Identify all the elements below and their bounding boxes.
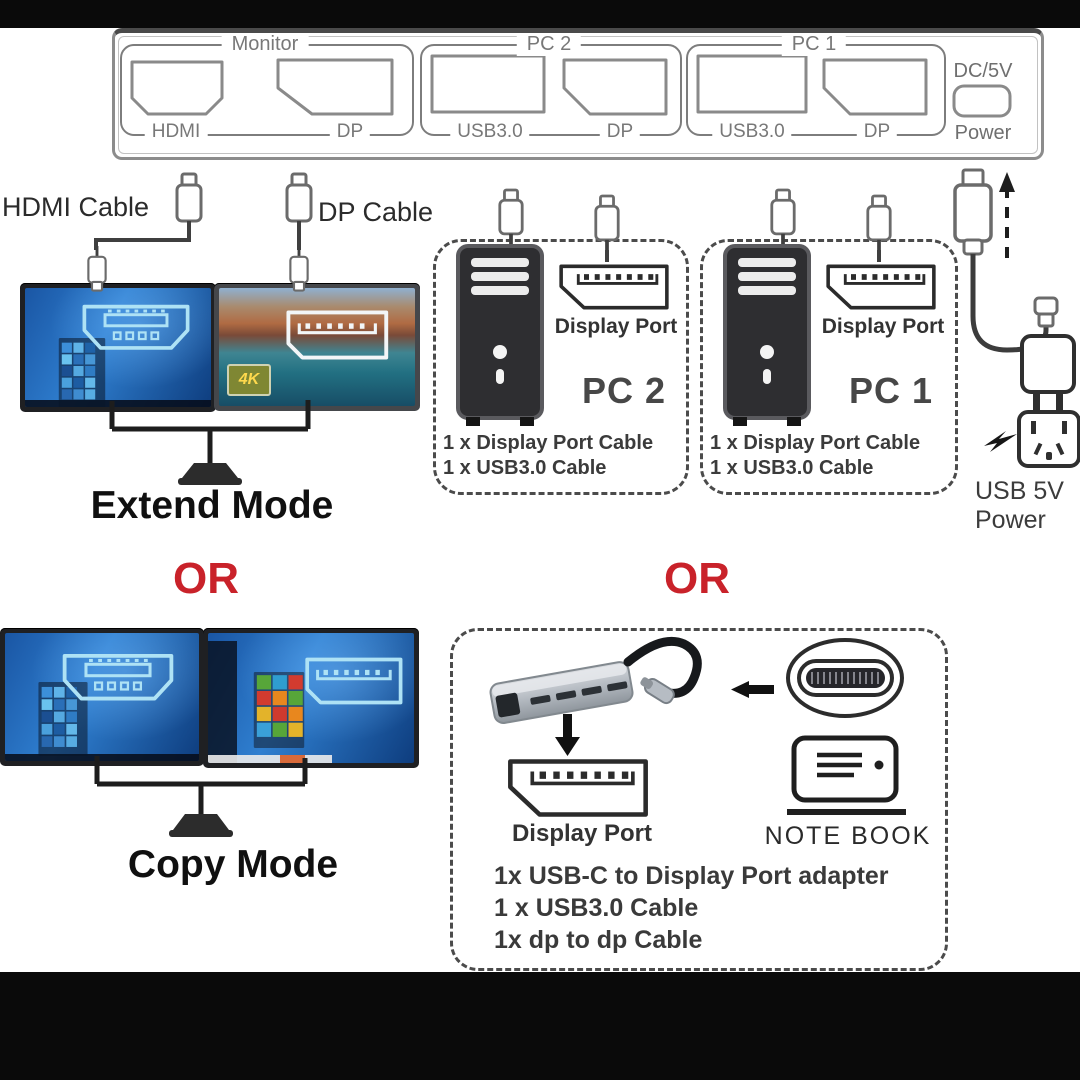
pc1-cable-line-1: 1 x Display Port Cable xyxy=(710,432,921,454)
copy-monitor-stand xyxy=(94,756,308,837)
taskbar xyxy=(25,400,211,407)
group-label-monitor: Monitor xyxy=(221,33,309,56)
notebook-label: NOTE BOOK xyxy=(764,822,932,850)
adapter-displayport-label: Display Port xyxy=(511,820,653,847)
top-black-bar xyxy=(0,0,1080,28)
bottom-black-bar xyxy=(0,972,1080,1080)
or-label-left: OR xyxy=(173,554,239,603)
dc5v-label: DC/5V xyxy=(953,60,1013,82)
dp-cable-connector-top xyxy=(285,172,313,236)
pc2-cable-line-1: 1 x Display Port Cable xyxy=(443,432,654,454)
dp-connector-icon xyxy=(262,309,394,361)
power-adapter xyxy=(1020,334,1076,394)
hdmi-cable-connector-top xyxy=(175,172,203,236)
group-label-pc2: PC 2 xyxy=(516,33,582,56)
copy-monitor-right-screen xyxy=(208,633,414,763)
pc2-title: PC 2 xyxy=(581,370,667,411)
lightning-bolt-icon xyxy=(984,431,1017,452)
pc1-title: PC 1 xyxy=(848,370,934,411)
extend-monitor-right-screen: 4K xyxy=(219,288,415,406)
port-label-dp-pc2: DP xyxy=(599,121,641,143)
power-cable-assembly xyxy=(953,168,1080,468)
group-label-pc1: PC 1 xyxy=(781,33,847,56)
hdmi-cable-label: HDMI Cable xyxy=(2,192,150,222)
power-cable xyxy=(970,254,1049,353)
hdmi-connector-icon xyxy=(77,303,195,353)
power-port-label: Power xyxy=(954,122,1012,144)
taskbar-accent xyxy=(280,755,305,763)
usb5v-label-line2: Power xyxy=(975,506,1046,534)
4k-badge: 4K xyxy=(227,364,271,396)
usb-power-connector xyxy=(961,168,985,188)
pc2-cable-line-2: 1 x USB3.0 Cable xyxy=(443,457,607,479)
copy-mode-title: Copy Mode xyxy=(127,843,339,886)
start-sidebar xyxy=(208,640,237,763)
dp-cable-label: DP Cable xyxy=(318,197,434,227)
adapter-cable-line-2: 1 x USB3.0 Cable xyxy=(494,894,699,922)
copy-monitor-left-screen xyxy=(5,633,199,761)
pc1-displayport-label: Display Port xyxy=(821,315,945,338)
adapter-cable-line-3: 1x dp to dp Cable xyxy=(494,926,703,954)
extend-monitor-left-screen xyxy=(25,288,211,407)
dp-connector-icon xyxy=(282,656,408,706)
pc2-displayport-label: Display Port xyxy=(554,315,678,338)
or-label-right: OR xyxy=(664,554,730,603)
port-label-hdmi: HDMI xyxy=(144,121,208,143)
taskbar xyxy=(208,755,332,763)
pc1-box xyxy=(700,239,958,495)
pc1-cable-line-2: 1 x USB3.0 Cable xyxy=(710,457,874,479)
port-label-usb-pc2: USB3.0 xyxy=(450,121,530,143)
usb-plug xyxy=(1033,296,1059,316)
wall-socket-icon xyxy=(1017,410,1080,468)
extend-monitor-stand xyxy=(109,400,311,485)
copy-monitor-left xyxy=(0,628,204,766)
taskbar xyxy=(5,754,199,761)
adapter-box xyxy=(450,628,948,971)
adapter-cable-line-1: 1x USB-C to Display Port adapter xyxy=(494,862,889,890)
port-label-dp-pc1: DP xyxy=(856,121,898,143)
extend-mode-title: Extend Mode xyxy=(90,484,334,527)
port-label-usb-pc1: USB3.0 xyxy=(712,121,792,143)
extend-monitor-left xyxy=(20,283,216,412)
hdmi-connector-icon xyxy=(57,652,179,704)
pc2-box xyxy=(433,239,689,495)
extend-monitor-right: 4K xyxy=(214,283,420,411)
port-label-dp-monitor: DP xyxy=(329,121,371,143)
copy-monitor-right xyxy=(203,628,419,768)
usb5v-label-line1: USB 5V xyxy=(975,477,1064,505)
